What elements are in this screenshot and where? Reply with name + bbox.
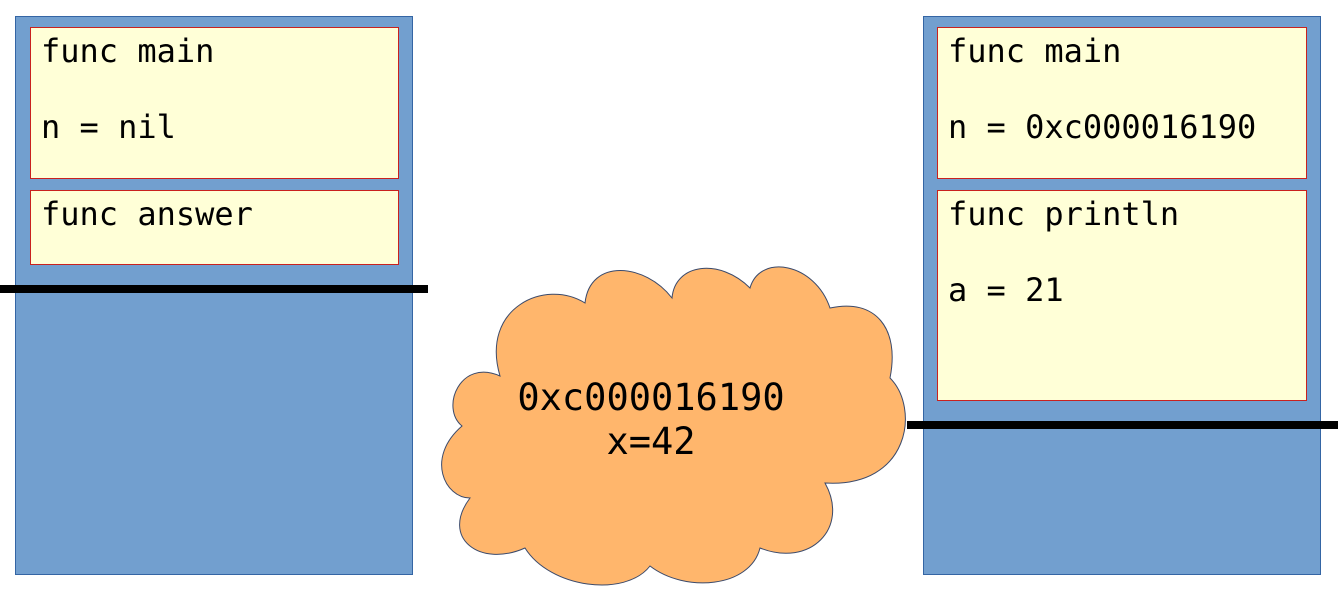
right-frame-main-title: func main bbox=[948, 32, 1122, 70]
left-frame-answer-title: func answer bbox=[41, 195, 253, 233]
right-frame-println: func println a = 21 bbox=[937, 190, 1307, 401]
right-stack-pointer-line bbox=[907, 421, 1338, 429]
right-frame-println-title: func println bbox=[948, 195, 1180, 233]
left-frame-answer: func answer bbox=[30, 190, 399, 265]
heap-cloud bbox=[441, 266, 906, 586]
heap-value: x=42 bbox=[606, 420, 696, 463]
right-frame-main-var-n: n = 0xc000016190 bbox=[948, 108, 1257, 146]
right-frame-main: func main n = 0xc000016190 bbox=[937, 27, 1307, 179]
heap-cloud-shape bbox=[441, 266, 906, 586]
right-frame-println-var-a: a = 21 bbox=[948, 271, 1064, 309]
left-frame-main-var-n: n = nil bbox=[41, 108, 176, 146]
left-frame-main-title: func main bbox=[41, 32, 215, 70]
left-frame-main: func main n = nil bbox=[30, 27, 399, 179]
left-stack-pointer-line bbox=[0, 285, 428, 293]
heap-address: 0xc000016190 bbox=[517, 376, 785, 419]
